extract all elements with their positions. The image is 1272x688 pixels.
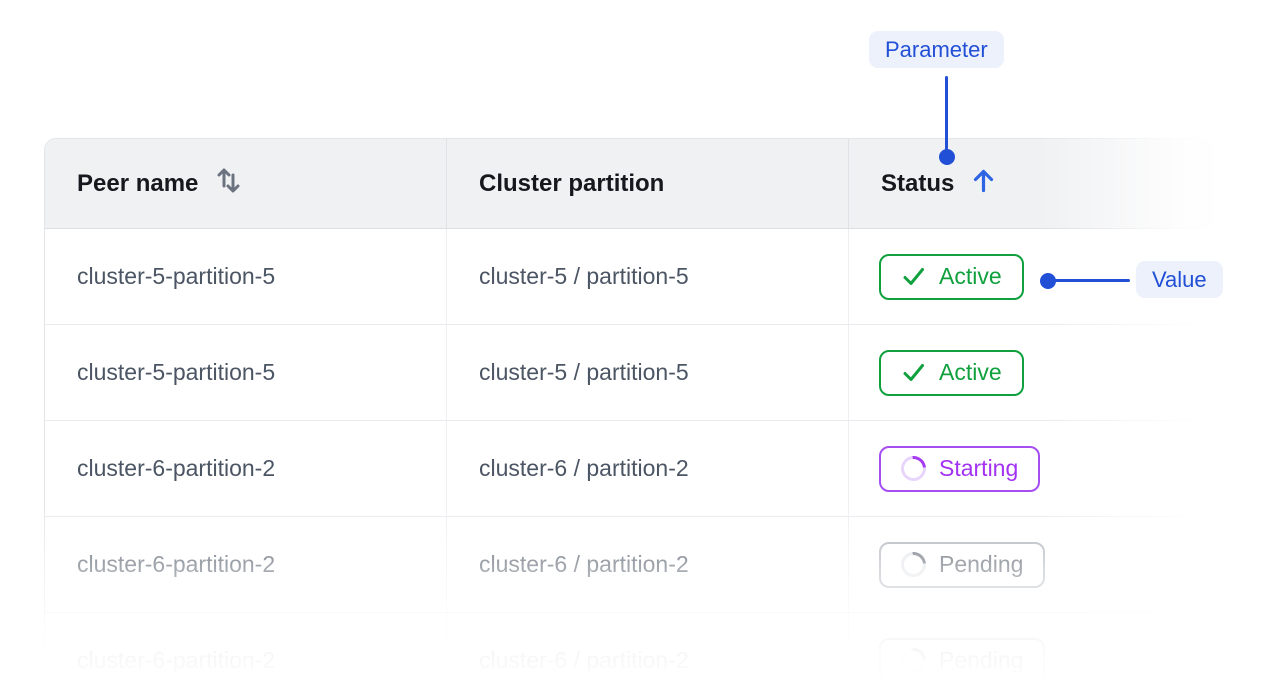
spinner-icon bbox=[895, 642, 932, 679]
peer-name-cell: cluster-6-partition-2 bbox=[45, 613, 447, 688]
status-badge-active: Active bbox=[879, 349, 1024, 396]
cluster-partition-cell: cluster-5 / partition-5 bbox=[447, 325, 849, 420]
peers-table: Peer name Cluster partition Status bbox=[44, 138, 1272, 688]
status-badge-label: Active bbox=[939, 359, 1002, 385]
status-badge-label: Active bbox=[939, 263, 1002, 289]
status-badge-active: Active bbox=[879, 253, 1024, 300]
check-icon bbox=[901, 360, 926, 385]
status-badge-starting: Starting bbox=[879, 445, 1041, 492]
table-header-row: Peer name Cluster partition Status bbox=[45, 139, 1272, 229]
peer-name-cell: cluster-6-partition-2 bbox=[45, 421, 447, 516]
table-row: cluster-5-partition-5 cluster-5 / partit… bbox=[45, 229, 1272, 325]
peer-name-cell: cluster-5-partition-5 bbox=[45, 229, 447, 324]
parameter-connector-dot bbox=[939, 149, 955, 165]
sort-both-icon[interactable] bbox=[214, 164, 243, 204]
table-row: cluster-5-partition-5 cluster-5 / partit… bbox=[45, 325, 1272, 421]
cluster-partition-cell: cluster-6 / partition-2 bbox=[447, 613, 849, 688]
column-header-peer-name[interactable]: Peer name bbox=[45, 139, 447, 228]
status-badge-label: Pending bbox=[939, 647, 1024, 673]
column-header-label: Peer name bbox=[77, 169, 199, 197]
value-connector-line bbox=[1050, 279, 1130, 282]
parameter-annotation-chip: Parameter bbox=[869, 31, 1004, 68]
column-header-status[interactable]: Status bbox=[849, 139, 1272, 228]
peer-name-cell: cluster-6-partition-2 bbox=[45, 517, 447, 612]
table-row: cluster-6-partition-2 cluster-6 / partit… bbox=[45, 613, 1272, 688]
status-badge-label: Pending bbox=[939, 551, 1024, 577]
table-row: cluster-6-partition-2 cluster-6 / partit… bbox=[45, 517, 1272, 613]
cluster-partition-cell: cluster-6 / partition-2 bbox=[447, 421, 849, 516]
cluster-partition-cell: cluster-5 / partition-5 bbox=[447, 229, 849, 324]
spinner-icon bbox=[895, 450, 932, 487]
parameter-connector-line bbox=[945, 76, 948, 150]
spinner-icon bbox=[895, 546, 932, 583]
check-icon bbox=[901, 264, 926, 289]
status-badge-pending: Pending bbox=[879, 637, 1046, 684]
status-cell: Pending bbox=[849, 613, 1272, 688]
status-cell: Starting bbox=[849, 421, 1272, 516]
value-annotation-chip: Value bbox=[1136, 261, 1223, 298]
cluster-partition-cell: cluster-6 / partition-2 bbox=[447, 517, 849, 612]
status-cell: Active bbox=[849, 229, 1272, 324]
peer-name-cell: cluster-5-partition-5 bbox=[45, 325, 447, 420]
column-header-cluster-partition[interactable]: Cluster partition bbox=[447, 139, 849, 228]
status-badge-label: Starting bbox=[939, 455, 1019, 481]
column-header-label: Cluster partition bbox=[479, 169, 665, 197]
table-row: cluster-6-partition-2 cluster-6 / partit… bbox=[45, 421, 1272, 517]
arrow-up-icon[interactable] bbox=[970, 166, 997, 202]
status-cell: Active bbox=[849, 325, 1272, 420]
status-cell: Pending bbox=[849, 517, 1272, 612]
status-badge-pending: Pending bbox=[879, 541, 1046, 588]
column-header-label: Status bbox=[881, 169, 955, 197]
